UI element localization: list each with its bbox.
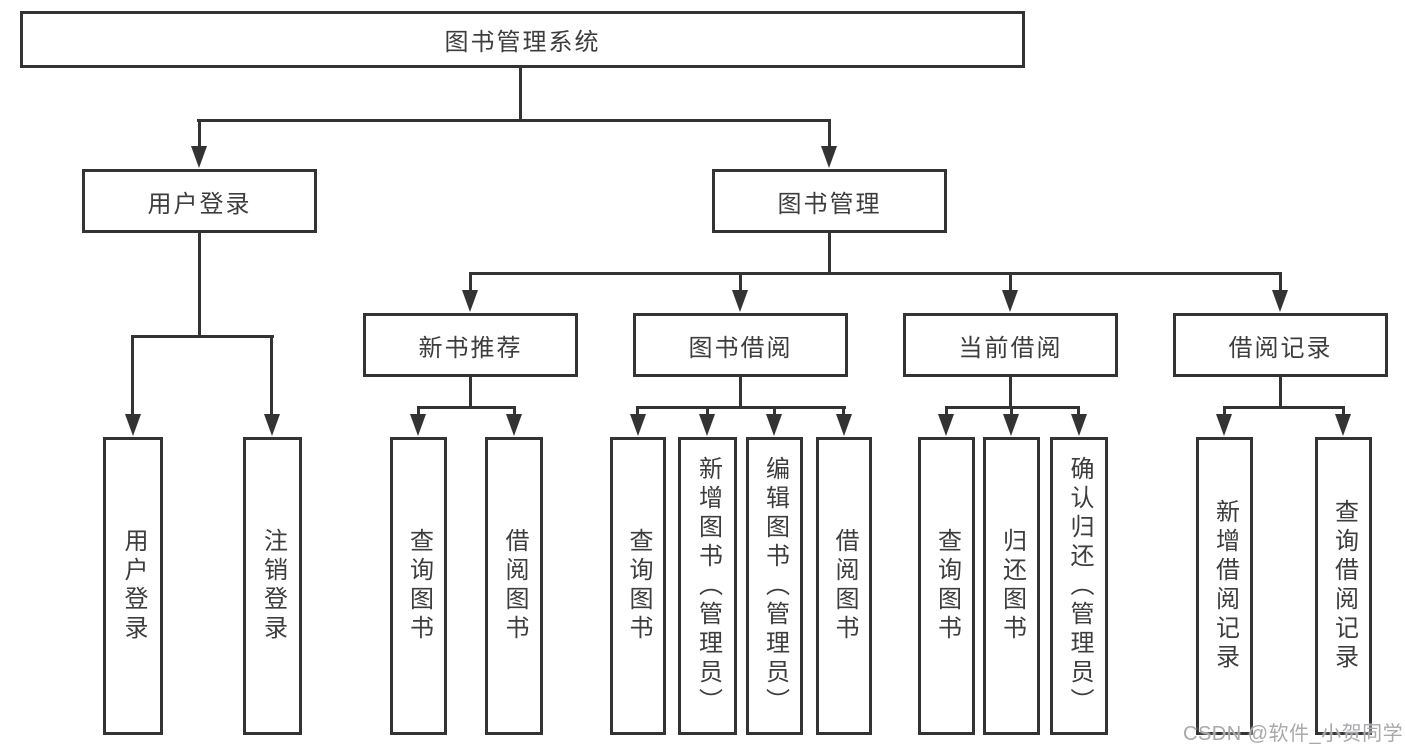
connector-line (131, 337, 134, 415)
arrow-down-icon (732, 290, 748, 312)
connector-line (270, 337, 273, 415)
connector-line (469, 275, 472, 291)
connector-line (1223, 408, 1226, 416)
arrow-down-icon (1003, 414, 1019, 436)
leaf-borrow-books: 借阅图书 (816, 437, 872, 735)
leaf-confirm-return-admin: 确认归还（管理员） (1050, 437, 1108, 735)
connector-line (739, 377, 742, 407)
arrow-down-icon (1272, 290, 1288, 312)
arrow-down-icon (1335, 414, 1351, 436)
connector-line (513, 408, 516, 416)
connector-line (706, 408, 709, 416)
arrow-down-icon (630, 414, 646, 436)
leaf-add-books-admin: 新增图书（管理员） (678, 437, 737, 735)
connector-line (131, 335, 274, 338)
connector-line (636, 408, 639, 416)
leaf-query-books-borrow: 查询图书 (610, 437, 666, 735)
connector-line (469, 377, 472, 407)
connector-line (197, 119, 831, 122)
connector-line (1009, 275, 1012, 291)
leaf-user-login: 用户登录 (103, 437, 163, 735)
node-borrowing-records: 借阅记录 (1173, 313, 1388, 377)
connector-line (1279, 275, 1282, 291)
arrow-down-icon (938, 414, 954, 436)
leaf-return-books: 归还图书 (983, 437, 1040, 735)
connector-line (417, 406, 516, 409)
arrow-down-icon (836, 414, 852, 436)
arrow-down-icon (699, 414, 715, 436)
arrow-down-icon (191, 146, 207, 168)
connector-line (198, 120, 201, 147)
arrow-down-icon (264, 414, 280, 436)
arrow-down-icon (462, 290, 478, 312)
leaf-add-borrow-record: 新增借阅记录 (1196, 437, 1253, 735)
connector-line (198, 233, 201, 336)
connector-line (773, 408, 776, 416)
connector-line (1342, 408, 1345, 416)
connector-line (945, 408, 948, 416)
node-user-login: 用户登录 (82, 169, 317, 233)
arrow-down-icon (821, 146, 837, 168)
arrow-down-icon (410, 414, 426, 436)
leaf-borrow-books-recommend: 借阅图书 (485, 437, 543, 735)
connector-line (828, 233, 831, 273)
arrow-down-icon (1071, 414, 1087, 436)
node-root-system: 图书管理系统 (20, 11, 1025, 68)
csdn-watermark: CSDN @软件_小贺同学 (1183, 723, 1404, 745)
leaf-query-books-recommend: 查询图书 (390, 437, 447, 735)
connector-line (1010, 408, 1013, 416)
node-current-borrowing: 当前借阅 (903, 313, 1118, 377)
leaf-query-books-current: 查询图书 (918, 437, 975, 735)
connector-line (1223, 406, 1345, 409)
connector-line (469, 272, 1282, 275)
leaf-query-borrow-record: 查询借阅记录 (1315, 437, 1372, 735)
arrow-down-icon (125, 414, 141, 436)
connector-line (519, 68, 522, 120)
node-book-management: 图书管理 (712, 169, 947, 233)
connector-line (636, 406, 846, 409)
connector-line (417, 408, 420, 416)
arrow-down-icon (1002, 290, 1018, 312)
connector-line (1279, 377, 1282, 407)
arrow-down-icon (506, 414, 522, 436)
connector-line (739, 275, 742, 291)
connector-line (945, 406, 1080, 409)
leaf-logout: 注销登录 (243, 437, 302, 735)
connector-line (828, 120, 831, 147)
node-new-book-recommend: 新书推荐 (363, 313, 578, 377)
arrow-down-icon (766, 414, 782, 436)
connector-line (842, 408, 845, 416)
connector-line (1077, 408, 1080, 416)
arrow-down-icon (1216, 414, 1232, 436)
node-book-borrowing: 图书借阅 (633, 313, 848, 377)
leaf-edit-books-admin: 编辑图书（管理员） (746, 437, 803, 735)
connector-line (1009, 377, 1012, 407)
